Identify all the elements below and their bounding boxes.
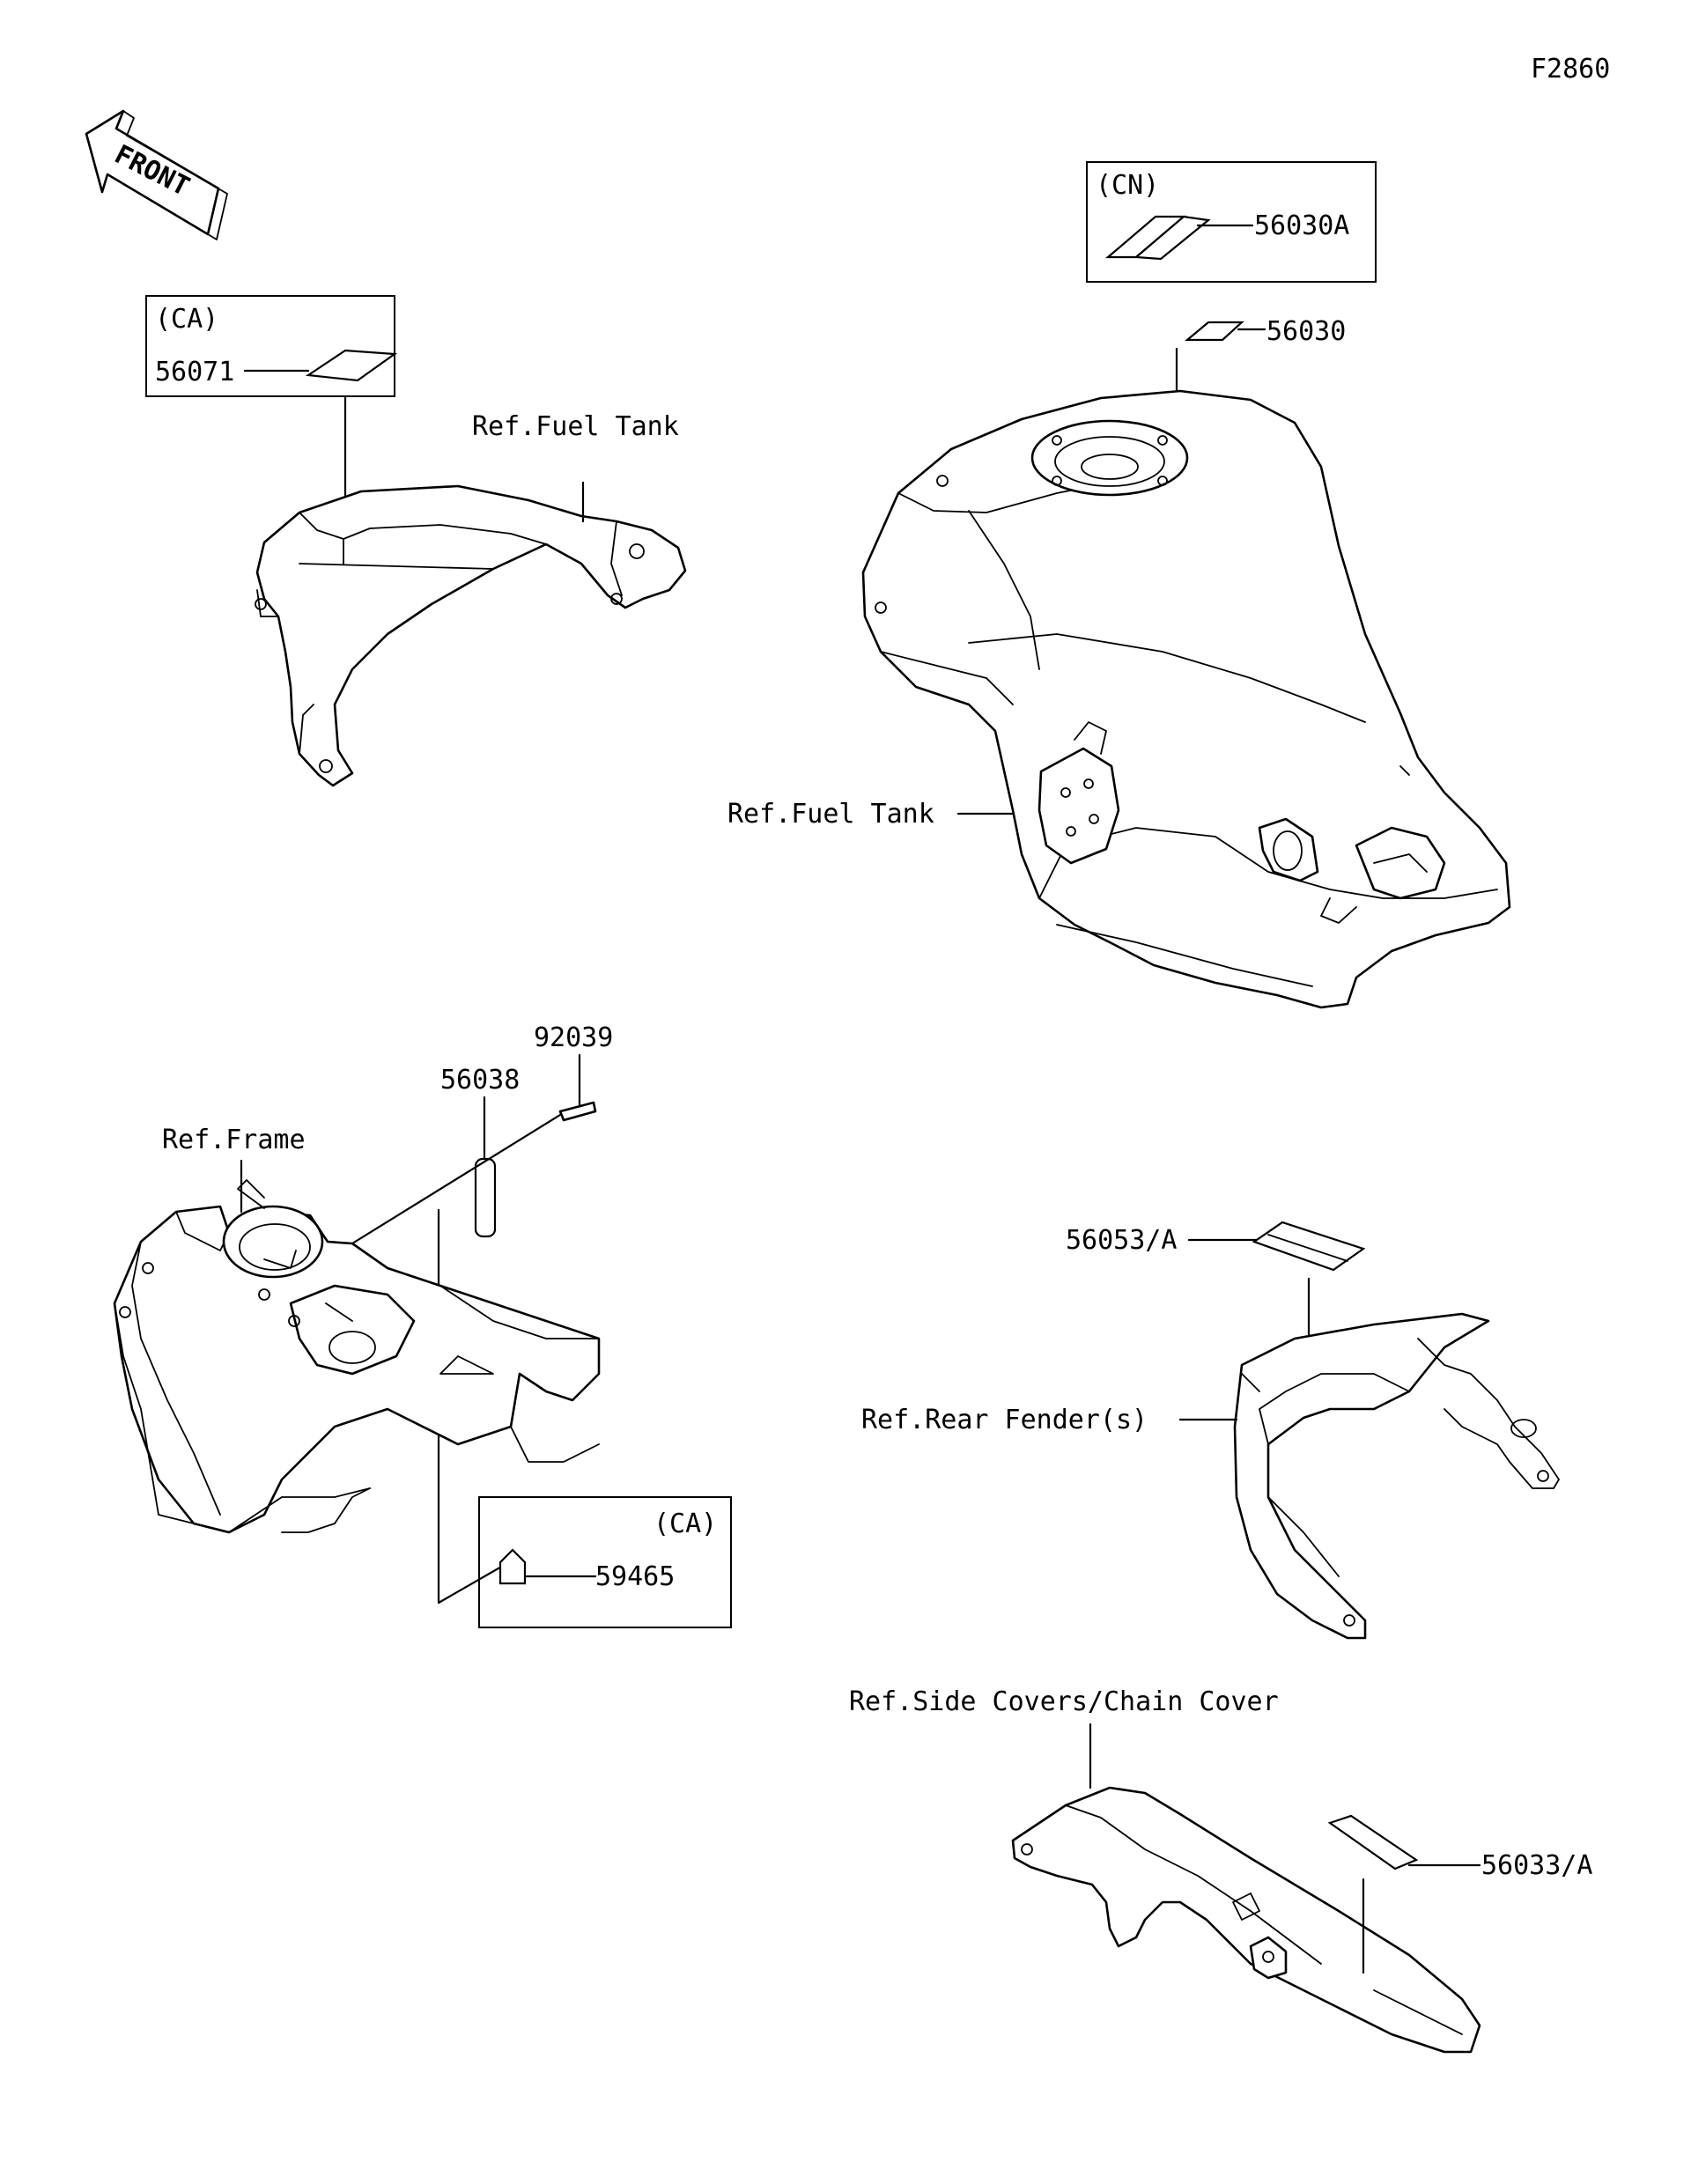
chain-cover — [1011, 1786, 1481, 2054]
ref-frame: Ref.Frame — [162, 1125, 306, 1155]
ca-box-region-bottom: (CA) — [654, 1509, 717, 1539]
ref-fuel-tank-cover: Ref.Fuel Tank — [472, 411, 679, 442]
ref-side-covers-chain-cover: Ref.Side Covers/Chain Cover — [849, 1686, 1279, 1717]
figure-code: F2860 — [1531, 54, 1610, 85]
ref-rear-fender: Ref.Rear Fender(s) — [861, 1405, 1148, 1435]
clip-92039 — [558, 1101, 597, 1122]
front-arrow-icon: FRONT — [85, 109, 228, 240]
rear-fender — [1233, 1312, 1560, 1640]
callout-92039: 92039 — [534, 1022, 613, 1053]
callout-56033: 56033/A — [1481, 1850, 1592, 1881]
cn-box-part-number: 56030A — [1254, 210, 1349, 241]
decal-59465 — [498, 1548, 527, 1585]
cn-box-region: (CN) — [1096, 170, 1159, 201]
ca-box-59465: (CA) 59465 — [478, 1496, 732, 1628]
callout-56053: 56053/A — [1066, 1225, 1177, 1256]
fuel-tank-cover — [255, 481, 687, 787]
decal-56071 — [305, 349, 398, 382]
ca-box-part-number-bottom: 59465 — [595, 1561, 675, 1592]
ca-box-region: (CA) — [155, 304, 218, 335]
decal-56030 — [1184, 321, 1244, 342]
decal-56038 — [474, 1157, 497, 1238]
callout-56030: 56030 — [1266, 316, 1346, 347]
ca-box-part-number: 56071 — [155, 357, 234, 387]
fuel-tank — [861, 389, 1511, 1009]
ref-fuel-tank: Ref.Fuel Tank — [727, 799, 934, 830]
callout-56038: 56038 — [440, 1065, 520, 1096]
decal-56053 — [1252, 1221, 1366, 1272]
frame — [113, 1179, 601, 1534]
ca-box-56071: (CA) 56071 — [145, 295, 398, 532]
decal-56033 — [1327, 1814, 1419, 1870]
cn-box-56030a: (CN) 56030A — [1086, 161, 1377, 283]
